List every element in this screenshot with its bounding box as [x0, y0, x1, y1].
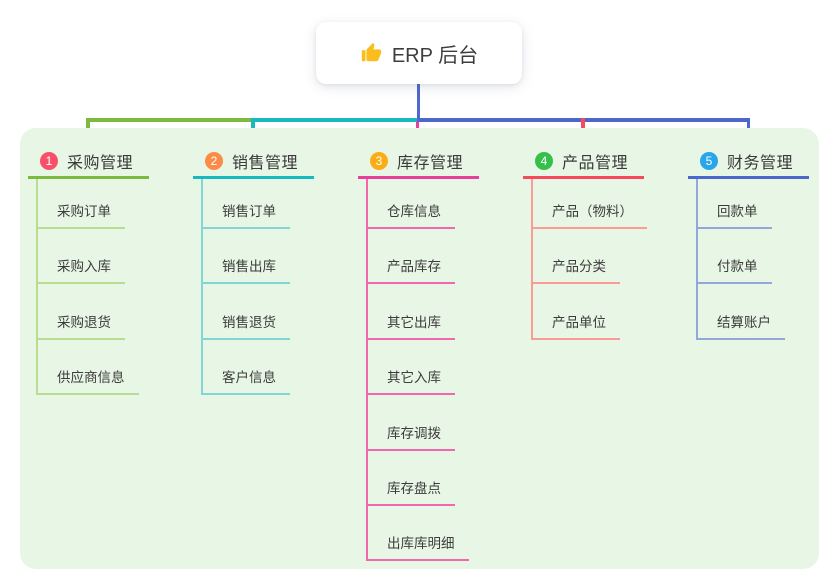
root-title: ERP 后台	[391, 44, 479, 67]
branch-inventory-badge: 3	[370, 152, 388, 170]
node-stock-transfer[interactable]: 库存调拨	[368, 395, 469, 451]
connector-branch2-segment	[252, 118, 418, 122]
node-sales-order[interactable]: 销售订单	[203, 179, 290, 229]
branch-product-badge: 4	[535, 152, 553, 170]
branch-inventory-subtree: 仓库信息 产品库存 其它出库 其它入库 库存调拨 库存盘点 出库库明细	[366, 179, 469, 562]
branch-finance-subtree: 回款单 付款单 结算账户	[696, 179, 785, 340]
branch-finance-node[interactable]: 5 财务管理	[688, 146, 839, 176]
node-outbound-detail[interactable]: 出库库明细	[368, 506, 469, 562]
branch-inventory-title: 库存管理	[397, 155, 464, 172]
node-purchase-order[interactable]: 采购订单	[38, 179, 139, 229]
node-receipt-bill[interactable]: 回款单	[698, 179, 785, 229]
branch-sales-title: 销售管理	[232, 155, 299, 172]
branch-product-subtree: 产品（物料） 产品分类 产品单位	[531, 179, 647, 340]
connector-branch1-segment	[86, 118, 254, 122]
branch-finance-badge: 5	[700, 152, 718, 170]
branch-sales-underline	[193, 176, 314, 179]
branch-finance-underline	[688, 176, 809, 179]
node-payment-bill[interactable]: 付款单	[698, 229, 785, 285]
branch-product: 4 产品管理 产品（物料） 产品分类 产品单位	[523, 146, 687, 340]
node-customer-info[interactable]: 客户信息	[203, 340, 290, 396]
node-warehouse-info[interactable]: 仓库信息	[368, 179, 469, 229]
node-product-unit[interactable]: 产品单位	[533, 284, 647, 340]
node-other-outbound[interactable]: 其它出库	[368, 284, 469, 340]
node-stock-taking[interactable]: 库存盘点	[368, 451, 469, 506]
node-purchase-inbound[interactable]: 采购入库	[38, 229, 139, 285]
branch-purchase-badge: 1	[40, 152, 58, 170]
node-product-stock[interactable]: 产品库存	[368, 229, 469, 285]
branch-product-title: 产品管理	[562, 155, 629, 172]
branch-product-underline	[523, 176, 644, 179]
branch-inventory-node[interactable]: 3 库存管理	[358, 146, 522, 176]
branch-purchase-subtree: 采购订单 采购入库 采购退货 供应商信息	[36, 179, 139, 396]
branch-finance-title: 财务管理	[727, 155, 794, 172]
branch-sales-node[interactable]: 2 销售管理	[193, 146, 357, 176]
canvas-panel	[20, 128, 819, 569]
branch-purchase-node[interactable]: 1 采购管理	[28, 146, 192, 176]
node-sales-return[interactable]: 销售退货	[203, 284, 290, 340]
branch-purchase-title: 采购管理	[67, 155, 134, 172]
node-purchase-return[interactable]: 采购退货	[38, 284, 139, 340]
branch-inventory: 3 库存管理 仓库信息 产品库存 其它出库 其它入库 库存调拨 库存盘点 出库库…	[358, 146, 522, 562]
node-other-inbound[interactable]: 其它入库	[368, 340, 469, 396]
root-stem	[416, 84, 420, 122]
node-supplier-info[interactable]: 供应商信息	[38, 340, 139, 396]
node-product-category[interactable]: 产品分类	[533, 229, 647, 285]
branch-inventory-underline	[358, 176, 479, 179]
branch-sales-badge: 2	[205, 152, 223, 170]
node-product-material[interactable]: 产品（物料）	[533, 179, 647, 229]
root-node[interactable]: ERP 后台	[316, 22, 522, 84]
node-sales-outbound[interactable]: 销售出库	[203, 229, 290, 285]
branch-sales: 2 销售管理 销售订单 销售出库 销售退货 客户信息	[193, 146, 357, 396]
branch-sales-subtree: 销售订单 销售出库 销售退货 客户信息	[201, 179, 290, 396]
branch-purchase: 1 采购管理 采购订单 采购入库 采购退货 供应商信息	[28, 146, 192, 396]
node-settlement-account[interactable]: 结算账户	[698, 284, 785, 340]
thumbs-up-icon	[361, 42, 381, 62]
branch-finance: 5 财务管理 回款单 付款单 结算账户	[688, 146, 839, 340]
branch-purchase-underline	[28, 176, 149, 179]
branch-product-node[interactable]: 4 产品管理	[523, 146, 687, 176]
